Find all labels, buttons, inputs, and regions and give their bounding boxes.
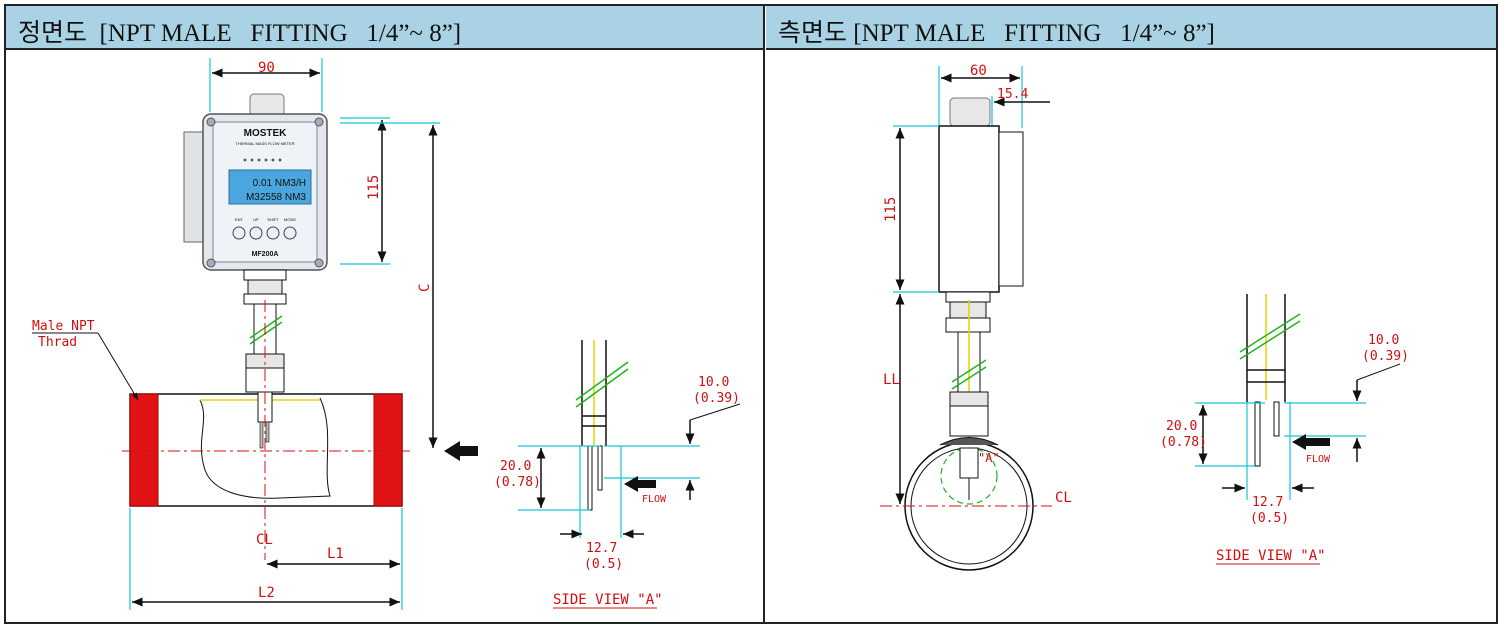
sdet-dim-c2: (0.5) — [1250, 511, 1289, 526]
cable-gland — [249, 93, 285, 117]
sdet-dim-c1: 12.7 — [1252, 495, 1283, 510]
side-dim-small: 15.4 — [997, 87, 1028, 102]
brand-logo: MOSTEK — [244, 128, 288, 139]
brand-subtitle: THERMAL MASS FLOW METER — [235, 141, 294, 146]
front-l1: L1 — [327, 546, 344, 562]
sdet-dim-a1: 10.0 — [1368, 333, 1399, 348]
key-label-shift: SHIFT — [267, 217, 279, 222]
side-dim-top: 60 — [970, 63, 987, 79]
front-cl: CL — [256, 532, 273, 548]
front-dim-top: 90 — [258, 60, 275, 76]
fdet-dim-b1: 20.0 — [500, 459, 531, 474]
key-label-mode: MODE — [284, 217, 296, 222]
fdet-dim-a1: 10.0 — [698, 375, 729, 390]
fdet-dim-c2: (0.5) — [584, 557, 623, 572]
key-label-up: UP — [253, 217, 259, 222]
header-side-view: 측면도 [NPT MALE FITTING 1/4”~ 8”] — [766, 6, 1496, 50]
sdet-flow: FLOW — [1306, 454, 1331, 465]
sdet-dim-b1: 20.0 — [1166, 419, 1197, 434]
flow-arrow-front — [444, 441, 478, 461]
flow-arrow-fdet — [624, 476, 656, 492]
key-label-ent: ENT — [235, 217, 244, 222]
keypad: ENT UP SHIFT MODE — [232, 217, 297, 240]
front-view: 90 MOSTEK THERMAL MASS FLOW METER 0.01 N… — [32, 58, 478, 610]
fdet-dim-a2: (0.39) — [693, 391, 740, 406]
front-dim-height: 115 — [366, 175, 382, 200]
fdet-flow: FLOW — [642, 494, 667, 505]
thread-right — [373, 393, 403, 507]
side-label-a: "A" — [978, 451, 1000, 465]
model-label: MF200A — [252, 251, 279, 258]
side-view: 60 15.4 115 LL "A" CL — [880, 63, 1072, 571]
fdet-dim-c1: 12.7 — [586, 541, 617, 556]
key-shift — [266, 226, 280, 240]
fdet-title: SIDE VIEW "A" — [553, 592, 663, 608]
status-leds — [243, 158, 282, 162]
panel-divider — [763, 6, 765, 622]
sdet-dim-b2: (0.78) — [1160, 435, 1207, 450]
side-view-a-side: 20.0 (0.78) 10.0 (0.39) FLOW 12.7 (0.5) … — [1160, 294, 1409, 565]
lcd-line-1: 0.01 NM3/H — [253, 178, 306, 189]
side-housing — [938, 125, 1000, 293]
side-dim-height: 115 — [883, 197, 899, 222]
side-dim-ll: LL — [883, 372, 900, 388]
key-mode — [283, 226, 297, 240]
lcd-display — [228, 169, 312, 205]
header-front-title: 정면도 [NPT MALE FITTING 1/4”~ 8”] — [18, 20, 462, 47]
sdet-title: SIDE VIEW "A" — [1216, 548, 1326, 564]
side-cl: CL — [1055, 490, 1072, 506]
side-cable-gland — [949, 97, 991, 127]
key-up — [249, 226, 263, 240]
thread-left — [129, 393, 159, 507]
key-ent — [232, 226, 246, 240]
flow-arrow-sdet — [1292, 434, 1330, 450]
front-dim-c: C — [417, 284, 433, 292]
header-front-view: 정면도 [NPT MALE FITTING 1/4”~ 8”] — [6, 6, 764, 50]
drawing-frame — [4, 4, 1498, 624]
fdet-dim-b2: (0.78) — [494, 475, 541, 490]
side-view-a-front: 20.0 (0.78) 10.0 (0.39) FLOW 12.7 (0.5) … — [494, 340, 741, 609]
label-thread-1: Male NPT — [32, 319, 95, 334]
lcd-line-2: M32558 NM3 — [246, 192, 306, 203]
label-thread-2: Thrad — [38, 335, 77, 350]
sdet-dim-a2: (0.39) — [1362, 349, 1409, 364]
header-side-title: 측면도 [NPT MALE FITTING 1/4”~ 8”] — [778, 20, 1215, 47]
front-l2: L2 — [258, 585, 275, 601]
